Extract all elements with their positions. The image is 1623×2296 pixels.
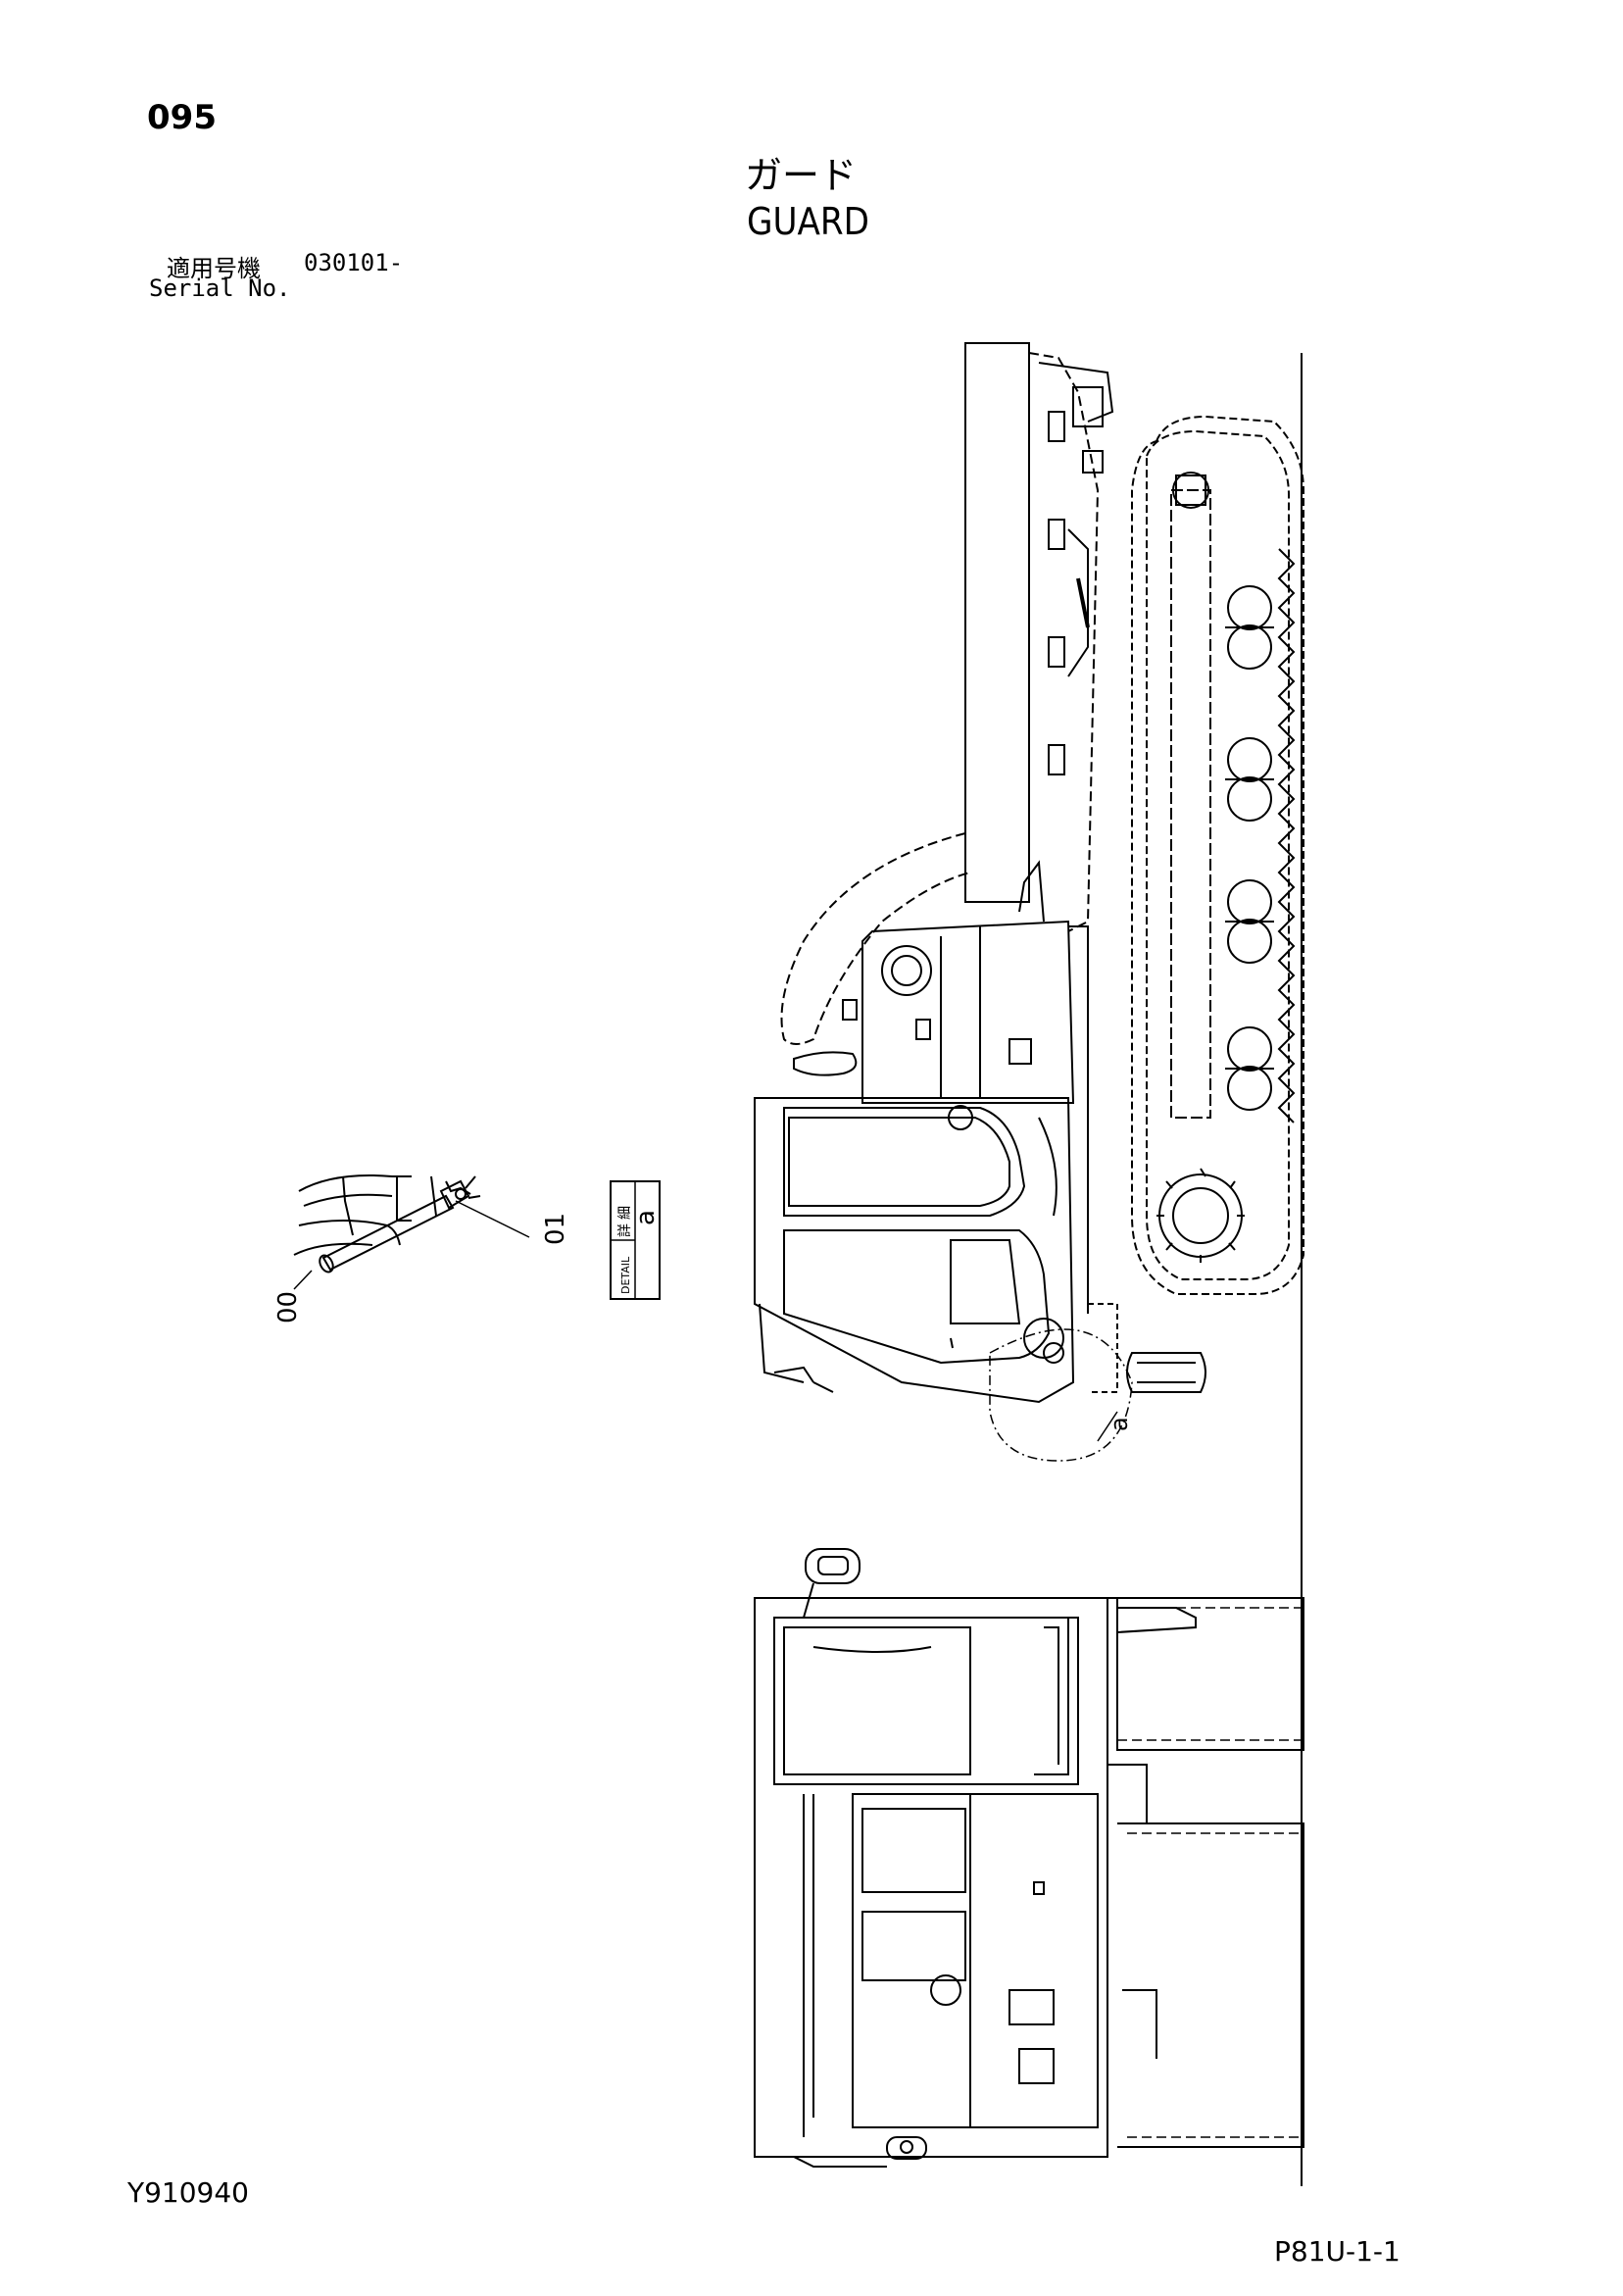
track-frame: [1170, 489, 1211, 1119]
detail-label-jp-1: 詳: [617, 1223, 633, 1237]
part-number-01: 01: [541, 1213, 570, 1245]
upper-structure: [861, 920, 1075, 1104]
counterweight: [780, 832, 971, 1045]
page-number: 095: [147, 98, 217, 137]
part-01-bracket: [439, 1179, 470, 1210]
machine-side-view: [754, 342, 1304, 1404]
title-english: GUARD: [747, 200, 869, 243]
machine-front-view: [754, 1548, 1304, 2168]
title-japanese: ガード: [745, 154, 858, 197]
track-rollers: [1225, 585, 1274, 1111]
detail-callout-letter: a: [1106, 1417, 1133, 1431]
detail-label-box: 詳 細 DETAIL a: [610, 1180, 661, 1300]
detail-label-en: DETAIL: [619, 1256, 632, 1294]
detail-inset: [293, 1174, 530, 1290]
sheet-reference: P81U-1-1: [1274, 2235, 1401, 2268]
crawler-track: [1131, 415, 1304, 1295]
boom-arm: [964, 342, 1030, 903]
drawing-id: Y910940: [127, 2176, 249, 2209]
part-number-00: 00: [273, 1291, 303, 1323]
serial-label-english: Serial No.: [149, 275, 291, 302]
detail-letter: a: [631, 1210, 661, 1225]
operator-cab: [754, 1097, 1075, 1404]
detail-circle-a: [989, 1328, 1133, 1462]
sprocket: [1156, 1168, 1245, 1263]
detail-label-jp-2: 細: [617, 1206, 633, 1220]
serial-label-japanese: 適用号機: [167, 255, 261, 282]
part-00-rod: [321, 1194, 455, 1272]
serial-value: 030101-: [304, 249, 404, 276]
